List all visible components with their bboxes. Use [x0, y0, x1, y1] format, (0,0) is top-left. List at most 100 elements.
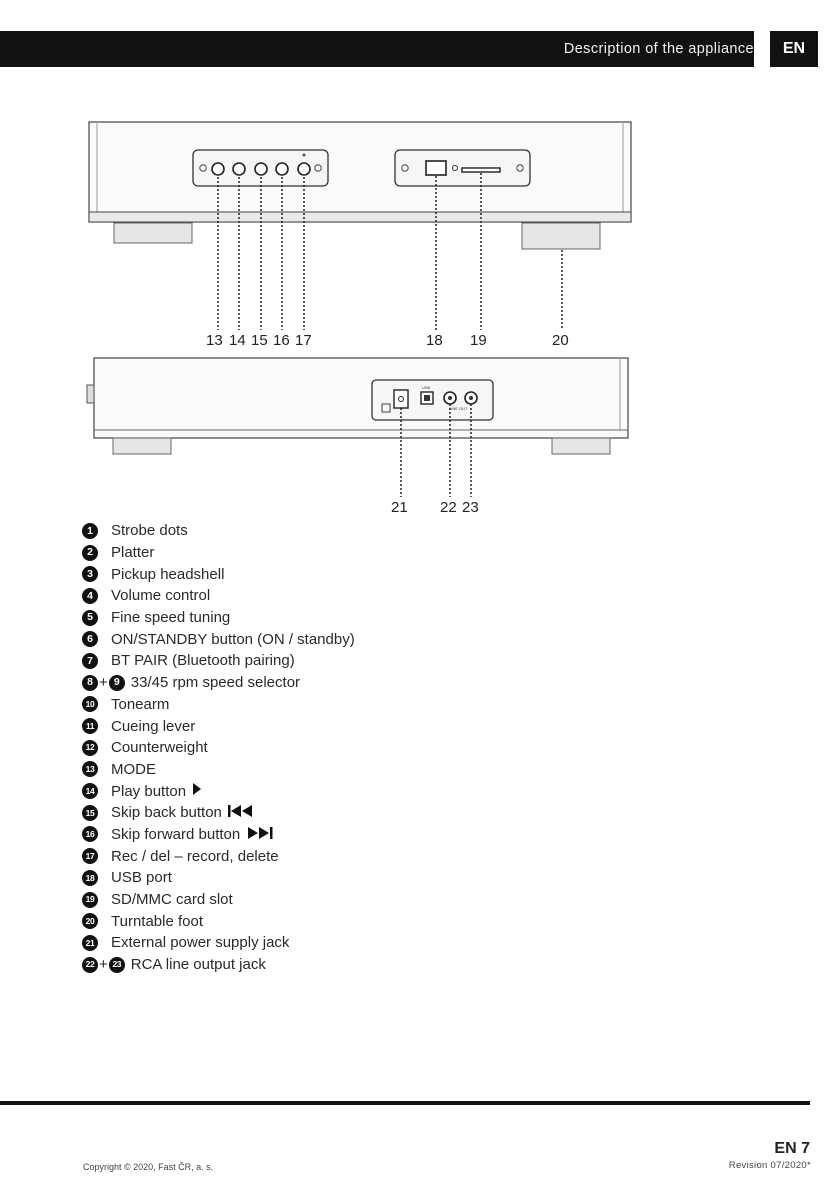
item-number-badge: 18: [82, 869, 98, 886]
item-number-badge: 21: [82, 934, 98, 951]
legend-item: 6 ON/STANDBY button (ON / standby): [82, 628, 355, 650]
parts-legend: 1 Strobe dots 2 Platter 3 Pickup headshell 4 Vo…: [82, 520, 355, 975]
legend-item-text: Turntable foot: [111, 912, 203, 930]
label-15: 15: [251, 332, 268, 349]
item-number-badge: 8: [82, 674, 98, 691]
skip-forward-button[interactable]: [275, 162, 289, 176]
label-20: 20: [552, 332, 569, 349]
legend-item: 21 External power supply jack: [82, 932, 355, 954]
legend-item-text: Rec / del – record, delete: [111, 847, 279, 865]
legend-item-text: Counterweight: [111, 739, 208, 757]
legend-item-text: Cueing lever: [111, 717, 196, 735]
legend-item-text: Strobe dots: [111, 522, 188, 540]
item-number-badge: 9: [108, 674, 125, 691]
legend-item: 11 Cueing lever: [82, 715, 355, 737]
label-14: 14: [229, 332, 246, 349]
skip-back-icon: [227, 804, 254, 821]
legend-item: 20 Turntable foot: [82, 910, 355, 932]
label-23: 23: [462, 499, 479, 516]
legend-item-text: Pickup headshell: [111, 565, 225, 583]
legend-item: 1 Strobe dots: [82, 520, 355, 542]
rear-view: USB LINE OUT 21 22 23: [86, 357, 629, 516]
header-bar: Description of the appliance: [0, 31, 754, 67]
item-number-badge: 17: [82, 848, 98, 865]
legend-item: 10 Tonearm: [82, 694, 355, 716]
plus-sign: +: [99, 956, 108, 974]
power-supply-jack[interactable]: [393, 389, 409, 409]
item-number-badge: 12: [82, 739, 98, 756]
sd-card-slot[interactable]: [461, 167, 501, 173]
legend-item: 2 Platter: [82, 542, 355, 564]
label-17: 17: [295, 332, 312, 349]
revision: Revision 07/2020*: [728, 1160, 811, 1171]
legend-item: 15 Skip back button: [82, 802, 355, 824]
item-number-badge: 3: [82, 566, 98, 583]
item-number-badge: 14: [82, 783, 98, 800]
legend-item-text: SD/MMC card slot: [111, 891, 233, 909]
legend-item-text: Volume control: [111, 587, 211, 605]
skip-back-button[interactable]: [254, 162, 268, 176]
legend-item: 19 SD/MMC card slot: [82, 889, 355, 911]
legend-item-text: RCA line output jack: [130, 956, 266, 974]
legend-item: 17 Rec / del – record, delete: [82, 845, 355, 867]
item-number-badge: 15: [82, 804, 98, 821]
item-number-badge: 13: [82, 761, 98, 778]
legend-item-text: BT PAIR (Bluetooth pairing): [111, 652, 295, 670]
plus-sign: +: [99, 674, 108, 692]
legend-item-text: USB port: [111, 869, 172, 887]
label-16: 16: [273, 332, 290, 349]
legend-item: 12 Counterweight: [82, 737, 355, 759]
page-number: EN 7: [774, 1140, 810, 1157]
legend-item-text: MODE: [111, 760, 156, 778]
skip-forward-icon: [246, 826, 278, 843]
play-icon: [192, 782, 202, 800]
item-number-badge: 6: [82, 631, 98, 648]
rec-del-button[interactable]: [297, 162, 311, 176]
appliance-diagram: 13 14 15 16 17 18 19 20 USB LINE OUT: [86, 121, 632, 516]
label-13: 13: [206, 332, 223, 349]
front-view: 13 14 15 16 17 18 19 20: [88, 121, 632, 349]
legend-item-text: Tonearm: [111, 695, 170, 713]
legend-item: 16 Skip forward button: [82, 824, 355, 846]
svg-text:LINE OUT: LINE OUT: [449, 406, 468, 411]
label-18: 18: [426, 332, 443, 349]
item-number-badge: 11: [82, 718, 98, 735]
copyright: Copyright © 2020, Fast ČR, a. s.: [83, 1162, 214, 1172]
legend-item: 7 BT PAIR (Bluetooth pairing): [82, 650, 355, 672]
item-number-badge: 10: [82, 696, 98, 713]
legend-item: 5 Fine speed tuning: [82, 607, 355, 629]
item-number-badge: 2: [82, 544, 98, 561]
legend-item: 4 Volume control: [82, 585, 355, 607]
legend-item-text: Platter: [111, 544, 155, 562]
item-number-badge: 16: [82, 826, 98, 843]
legend-item-text: ON/STANDBY button (ON / standby): [111, 630, 355, 648]
legend-item-text: Skip forward button: [111, 825, 241, 843]
item-number-badge: 20: [82, 913, 98, 930]
item-number-badge: 5: [82, 609, 98, 626]
legend-item: 18 USB port: [82, 867, 355, 889]
label-22: 22: [440, 499, 457, 516]
play-button[interactable]: [232, 162, 246, 176]
language-tab: EN: [770, 31, 818, 67]
legend-item: 3 Pickup headshell: [82, 563, 355, 585]
legend-item-text: Skip back button: [111, 804, 222, 822]
legend-item: 8+9 33/45 rpm speed selector: [82, 672, 355, 694]
item-number-badge: 4: [82, 587, 98, 604]
footer-rule: [0, 1101, 810, 1105]
legend-item-text: Fine speed tuning: [111, 609, 231, 627]
label-21: 21: [391, 499, 408, 516]
item-number-badge: 19: [82, 891, 98, 908]
legend-item: 22+23 RCA line output jack: [82, 954, 355, 976]
legend-item-text: 33/45 rpm speed selector: [130, 674, 301, 692]
item-number-badge: 7: [82, 652, 98, 669]
item-number-badge: 22: [82, 956, 98, 973]
legend-item-text: External power supply jack: [111, 934, 290, 952]
section-title: Description of the appliance: [563, 41, 754, 57]
svg-text:USB: USB: [422, 385, 431, 390]
legend-item: 13 MODE: [82, 759, 355, 781]
item-number-badge: 1: [82, 522, 98, 539]
usb-port[interactable]: [425, 160, 447, 176]
mode-button[interactable]: [211, 162, 225, 176]
item-number-badge: 23: [108, 956, 125, 973]
